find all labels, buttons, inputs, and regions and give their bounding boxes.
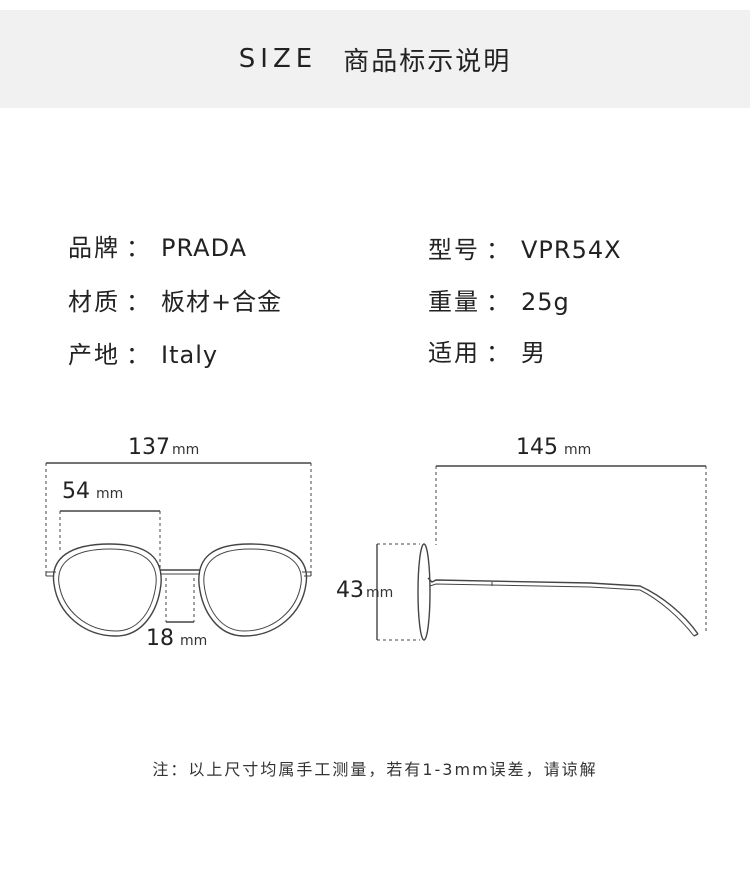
spec-weight-label: 重量 <box>428 288 480 316</box>
temple-length-unit: mm <box>564 442 591 458</box>
temple-tip <box>693 633 699 637</box>
lens-width-label: 54 mm <box>62 479 123 504</box>
bridge-width-label: 18 mm <box>146 626 207 651</box>
bridge-width-unit: mm <box>180 633 207 649</box>
spec-separator: ： <box>486 339 511 367</box>
right-lens-inner <box>203 548 302 632</box>
temple-arm-top <box>427 577 699 635</box>
spec-model-value: VPR54X <box>521 236 622 264</box>
right-hinge <box>302 571 312 577</box>
spec-material: 材质： 板材+合金 <box>68 282 282 317</box>
left-lens-inner <box>58 548 157 632</box>
spec-material-value: 板材+合金 <box>161 288 283 316</box>
spec-separator: ： <box>126 288 151 316</box>
spec-origin: 产地： Italy <box>68 335 218 370</box>
spec-brand-value: PRADA <box>161 234 248 262</box>
spec-weight-value: 25g <box>521 288 570 316</box>
header-title-cn: 商品标示说明 <box>343 46 512 77</box>
measurement-note: 注：以上尺寸均属手工测量，若有1-3mm误差，请谅解 <box>152 760 598 779</box>
side-view <box>376 465 707 641</box>
page-header: SIZE 商品标示说明 <box>0 10 750 108</box>
left-lens <box>52 543 162 637</box>
header-title-en: SIZE <box>238 44 318 74</box>
spec-weight: 重量： 25g <box>428 282 570 317</box>
spec-material-label: 材质 <box>68 288 120 316</box>
spec-origin-value: Italy <box>161 341 219 369</box>
spec-brand-label: 品牌 <box>68 234 120 262</box>
spec-gender-value: 男 <box>521 339 546 367</box>
spec-model-label: 型号 <box>428 236 480 264</box>
lens-side-profile <box>417 543 431 641</box>
spec-gender: 适用： 男 <box>428 333 546 368</box>
temple-length-value: 145 <box>516 435 558 460</box>
lens-width-unit: mm <box>96 486 123 502</box>
front-view <box>45 462 312 637</box>
temple-arm-bottom <box>429 583 695 637</box>
frame-width-unit: mm <box>172 442 199 458</box>
spec-brand: 品牌： PRADA <box>68 228 247 263</box>
left-hinge <box>45 571 56 577</box>
spec-separator: ： <box>126 234 151 262</box>
frame-width-value: 137 <box>128 435 170 460</box>
spec-separator: ： <box>126 341 151 369</box>
spec-gender-label: 适用 <box>428 339 480 367</box>
lens-height-unit: mm <box>366 585 393 601</box>
lens-width-value: 54 <box>62 479 90 504</box>
temple-length-label: 145 mm <box>516 435 591 460</box>
spec-separator: ： <box>486 288 511 316</box>
spec-separator: ： <box>486 236 511 264</box>
bridge-width-value: 18 <box>146 626 174 651</box>
spec-origin-label: 产地 <box>68 341 120 369</box>
spec-model: 型号： VPR54X <box>428 230 622 265</box>
right-lens <box>198 543 308 637</box>
lens-height-value: 43 <box>336 578 364 603</box>
